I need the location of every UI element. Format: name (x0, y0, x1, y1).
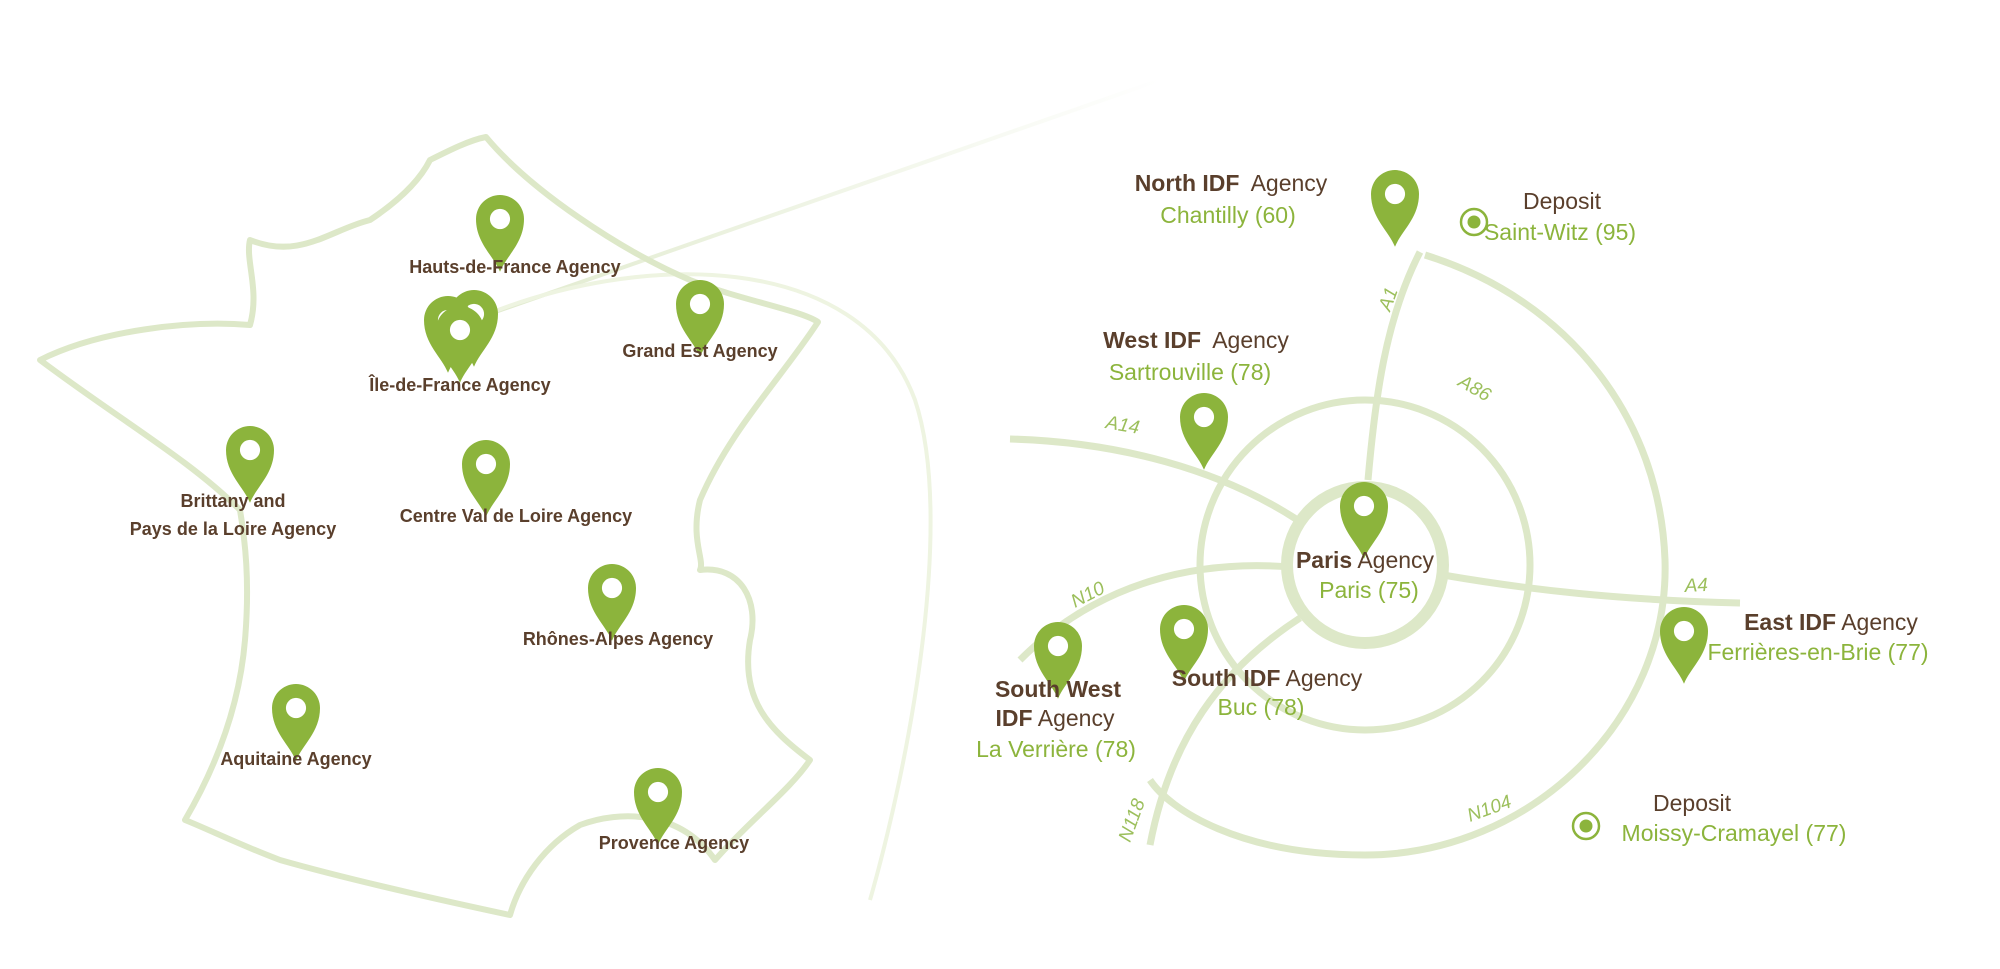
road-label-a86: A86 (1454, 371, 1495, 407)
brittany-label-line1: Brittany and (180, 491, 285, 511)
south-west-idf-line1: South West (995, 676, 1121, 702)
south-west-idf-line2: IDF Agency (996, 705, 1115, 731)
deposit-north-city-label: Saint-Witz (95) (1484, 219, 1636, 245)
brittany-label-line2: Pays de la Loire Agency (130, 519, 336, 539)
grand-est-label: Grand Est Agency (622, 341, 777, 361)
south-idf-agency-label: South IDF Agency (1172, 665, 1363, 691)
road-label-a14: A14 (1103, 412, 1141, 439)
ring-a86 (1196, 396, 1534, 734)
france-outline (37, 134, 821, 918)
centre-val-de-loire-label: Centre Val de Loire Agency (400, 506, 632, 526)
road-n118 (1146, 615, 1302, 846)
provence-label: Provence Agency (599, 833, 749, 853)
hauts-de-france-label: Hauts-de-France Agency (409, 257, 620, 277)
north-idf-city-label: Chantilly (60) (1160, 202, 1296, 228)
west-idf-pin-icon[interactable] (1180, 393, 1228, 470)
south-idf-city-label: Buc (78) (1218, 694, 1305, 720)
deposit-south-marker[interactable] (1571, 811, 1601, 841)
road-a14 (1009, 435, 1298, 522)
road-label-a4: A4 (1683, 575, 1708, 597)
zoom-connector (477, 78, 1161, 901)
paris-agency-label: Paris Agency (1296, 547, 1435, 573)
deposit-south-label: Deposit (1653, 790, 1732, 816)
deposit-north-label: Deposit (1523, 188, 1602, 214)
road-francilienne-east (1147, 251, 1669, 859)
rhones-alpes-label: Rhônes-Alpes Agency (523, 629, 713, 649)
road-a1 (1364, 250, 1424, 481)
ile-de-france-label: Île-de-France Agency (368, 374, 550, 395)
south-west-idf-city-label: La Verrière (78) (976, 736, 1136, 762)
paris-city-label: Paris (75) (1319, 577, 1419, 603)
ile-de-france-pin-icon[interactable] (436, 306, 484, 383)
west-idf-city-label: Sartrouville (78) (1109, 359, 1271, 385)
deposit-south-city-label: Moissy-Cramayel (77) (1622, 820, 1847, 846)
north-idf-pin-icon[interactable] (1371, 170, 1419, 247)
east-idf-pin-icon[interactable] (1660, 607, 1708, 684)
west-idf-agency-label: West IDF Agency (1103, 327, 1289, 353)
road-a4 (1442, 571, 1741, 607)
east-idf-city-label: Ferrières-en-Brie (77) (1707, 639, 1928, 665)
aquitaine-label: Aquitaine Agency (220, 749, 371, 769)
deposit-north-marker[interactable] (1459, 207, 1489, 237)
road-label-n118: N118 (1115, 796, 1150, 845)
east-idf-agency-label: East IDF Agency (1744, 609, 1918, 635)
north-idf-agency-label: North IDF Agency (1135, 170, 1328, 196)
